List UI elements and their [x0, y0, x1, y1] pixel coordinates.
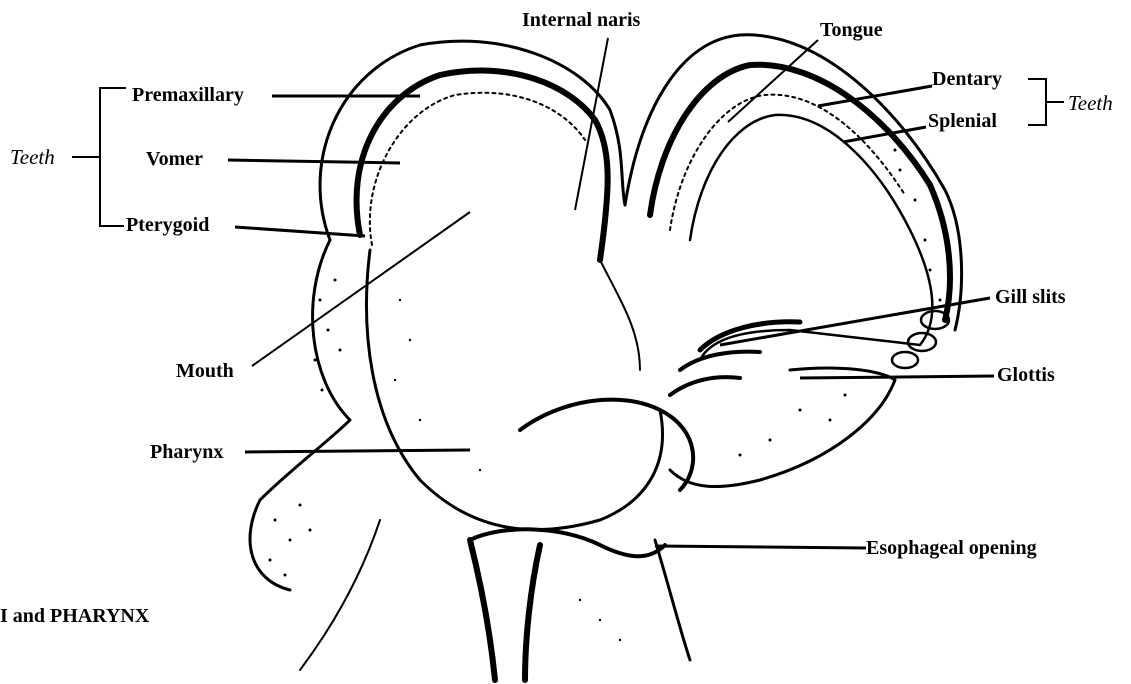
esophagus-right: [525, 545, 540, 680]
neck-left: [300, 520, 380, 670]
leader-glottis: [800, 376, 994, 378]
mouth-cavity: [367, 250, 663, 530]
label-glottis: Glottis: [997, 364, 1055, 386]
label-teeth-left: Teeth: [10, 146, 55, 168]
left-flap: [250, 240, 350, 590]
esophagus-left: [470, 540, 495, 680]
label-premaxillary: Premaxillary: [132, 84, 244, 106]
label-gill-slits: Gill slits: [995, 286, 1066, 308]
label-mouth: Mouth: [176, 360, 234, 382]
leader-lines: [72, 38, 1064, 548]
label-teeth-right: Teeth: [1068, 92, 1113, 114]
teeth-bracket-right: [1028, 79, 1064, 125]
label-pharynx: Pharynx: [150, 441, 223, 463]
leader-esophageal: [655, 546, 866, 548]
gill-slit-2: [680, 352, 760, 370]
label-internal-naris: Internal naris: [522, 9, 640, 31]
pharynx-fold: [520, 400, 693, 490]
gill-slit-3: [670, 377, 740, 395]
neck-right: [655, 540, 690, 660]
leader-pharynx: [245, 450, 470, 452]
upper-jaw-teeth-row: [370, 93, 585, 245]
label-pterygoid: Pterygoid: [126, 214, 209, 236]
glottis-region: [670, 368, 895, 487]
leader-tongue: [728, 40, 818, 122]
tongue-outline: [690, 115, 932, 360]
lower-jaw-inner: [650, 65, 950, 320]
leader-internal-naris: [575, 38, 608, 210]
caption-fragment: I and PHARYNX: [0, 605, 149, 627]
teeth-bracket-left: [72, 88, 126, 226]
label-splenial: Splenial: [928, 110, 997, 132]
leader-pterygoid: [235, 227, 365, 236]
label-esophageal-opening: Esophageal opening: [866, 537, 1037, 559]
label-tongue: Tongue: [820, 19, 883, 41]
center-fold: [600, 260, 640, 370]
label-vomer: Vomer: [146, 148, 203, 170]
upper-jaw-inner: [357, 71, 608, 260]
leader-vomer: [228, 160, 400, 163]
lower-jaw-outline: [625, 35, 962, 330]
esophageal-rim: [470, 529, 665, 556]
label-dentary: Dentary: [932, 68, 1002, 90]
